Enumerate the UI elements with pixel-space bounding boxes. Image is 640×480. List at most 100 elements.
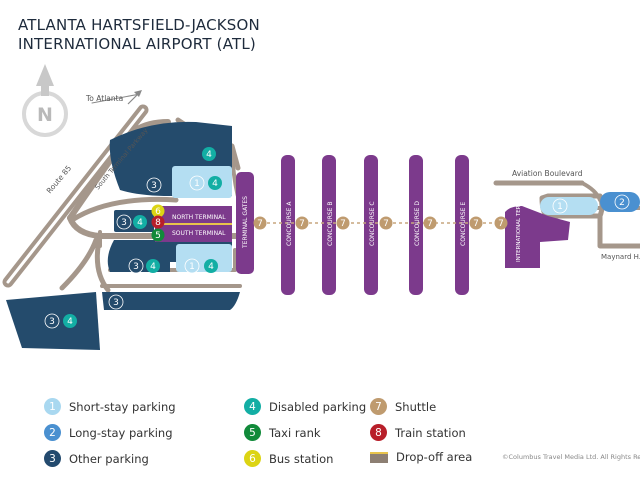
taxi-rank-icon: 5 [151, 228, 165, 242]
shuttle-icon: 7 [336, 216, 350, 230]
long-stay-parking-icon: 2 [44, 424, 61, 441]
maynard-boulevard-label: Maynard H. Jackson Jr. Boulevard [601, 253, 640, 261]
terminal-gates-label: TERMINAL GATES [242, 196, 249, 249]
svg-text:7: 7 [383, 219, 389, 229]
concourse-b-label: CONCOURSE B [327, 202, 334, 247]
svg-text:2: 2 [619, 198, 625, 208]
aviation-boulevard-label: Aviation Boulevard [512, 169, 583, 178]
short-stay-parking-icon: 1 [44, 398, 61, 415]
international-terminal-building [505, 206, 570, 268]
compass-letter: N [37, 104, 53, 126]
svg-text:7: 7 [473, 219, 479, 229]
shuttle-icon: 7 [379, 216, 393, 230]
disabled-parking-icon: 4 [244, 398, 261, 415]
svg-text:3: 3 [121, 218, 127, 228]
disabled-parking-icon: 4 [133, 215, 147, 229]
map-title-line-2: INTERNATIONAL AIRPORT (ATL) [18, 35, 256, 53]
compass-icon: N [22, 64, 68, 137]
concourse-c-building [364, 155, 378, 295]
international-short-stay-parking [540, 197, 598, 215]
concourse-b-building [322, 155, 336, 295]
svg-text:7: 7 [427, 219, 433, 229]
short-stay-parking-icon: 1 [552, 198, 568, 214]
to-atlanta-arrow-icon [127, 90, 142, 105]
terminal-gates-building [236, 172, 254, 274]
to-atlanta-label: To Atlanta [85, 94, 123, 103]
map-title: ATLANTA HARTSFIELD-JACKSON INTERNATIONAL… [18, 16, 260, 54]
svg-text:4: 4 [150, 262, 156, 272]
legend-item-taxi: 5 Taxi rank [244, 424, 321, 441]
legend-label: Disabled parking [269, 399, 367, 414]
international-terminal-label: INTERNATIONAL TERMINAL [516, 187, 522, 262]
svg-text:1: 1 [194, 179, 200, 189]
other-parking-icon: 3 [108, 294, 124, 310]
taxi-rank-icon: 5 [244, 424, 261, 441]
disabled-parking-icon: 4 [208, 176, 222, 190]
svg-text:7: 7 [340, 219, 346, 229]
other-parking-icon: 3 [116, 214, 132, 230]
shuttle-icon: 7 [253, 216, 267, 230]
legend-item-drop-off: Drop-off area [370, 450, 472, 464]
concourse-a-building [281, 155, 295, 295]
train-station-icon: 8 [370, 424, 387, 441]
svg-text:4: 4 [212, 179, 218, 189]
concourse-d-building [409, 155, 423, 295]
legend-item-train: 8 Train station [370, 424, 466, 441]
copyright-notice: ©Columbus Travel Media Ltd. All Rights R… [502, 453, 640, 461]
south-terminal-label: SOUTH TERMINAL [172, 230, 226, 237]
svg-text:4: 4 [208, 262, 214, 272]
legend-label: Train station [395, 425, 466, 440]
disabled-parking-icon: 4 [146, 259, 160, 273]
shuttle-icon: 7 [295, 216, 309, 230]
other-parking-icon: 3 [146, 177, 162, 193]
legend-item-disabled: 4 Disabled parking [244, 398, 366, 415]
shuttle-icon: 7 [423, 216, 437, 230]
legend-label: Taxi rank [269, 425, 321, 440]
legend-label: Shuttle [395, 399, 437, 414]
concourse-d-label: CONCOURSE D [414, 201, 421, 246]
shuttle-icon: 7 [370, 398, 387, 415]
legend-item-other: 3 Other parking [44, 450, 149, 467]
concourse-c-label: CONCOURSE C [369, 201, 376, 246]
concourse-e-building [455, 155, 469, 295]
drop-off-area-icon [370, 451, 388, 463]
svg-text:7: 7 [257, 219, 263, 229]
svg-text:6: 6 [155, 207, 161, 217]
other-parking-icon: 3 [44, 450, 61, 467]
concourse-e-label: CONCOURSE E [460, 202, 467, 246]
short-stay-parking-icon: 1 [189, 175, 205, 191]
svg-text:7: 7 [299, 219, 305, 229]
svg-text:3: 3 [49, 317, 55, 327]
legend-label: Long-stay parking [69, 425, 173, 440]
svg-text:3: 3 [113, 298, 119, 308]
svg-text:4: 4 [206, 150, 212, 160]
maynard-jackson-road [597, 213, 640, 249]
south-short-stay-parking [176, 244, 232, 272]
legend-item-long-stay: 2 Long-stay parking [44, 424, 173, 441]
legend-label: Bus station [269, 451, 334, 466]
disabled-parking-icon: 4 [204, 259, 218, 273]
svg-text:7: 7 [498, 219, 504, 229]
svg-text:3: 3 [133, 262, 139, 272]
other-parking-icon: 3 [128, 258, 144, 274]
disabled-parking-icon: 4 [63, 314, 77, 328]
svg-text:4: 4 [137, 218, 143, 228]
disabled-parking-icon: 4 [202, 147, 216, 161]
train-station-icon: 8 [151, 215, 165, 229]
bus-station-icon: 6 [151, 204, 165, 218]
legend-label: Short-stay parking [69, 399, 176, 414]
svg-text:4: 4 [67, 317, 73, 327]
legend-item-shuttle: 7 Shuttle [370, 398, 436, 415]
map-legend: 1 Short-stay parking 2 Long-stay parking… [44, 398, 484, 470]
legend-item-short-stay: 1 Short-stay parking [44, 398, 176, 415]
north-terminal-label: NORTH TERMINAL [172, 214, 226, 221]
svg-text:8: 8 [155, 218, 161, 228]
legend-item-bus: 6 Bus station [244, 450, 333, 467]
map-title-line-1: ATLANTA HARTSFIELD-JACKSON [18, 16, 260, 34]
svg-text:1: 1 [557, 202, 563, 212]
bus-station-icon: 6 [244, 450, 261, 467]
legend-label: Drop-off area [396, 450, 473, 464]
legend-label: Other parking [69, 451, 149, 466]
svg-text:5: 5 [155, 231, 161, 241]
